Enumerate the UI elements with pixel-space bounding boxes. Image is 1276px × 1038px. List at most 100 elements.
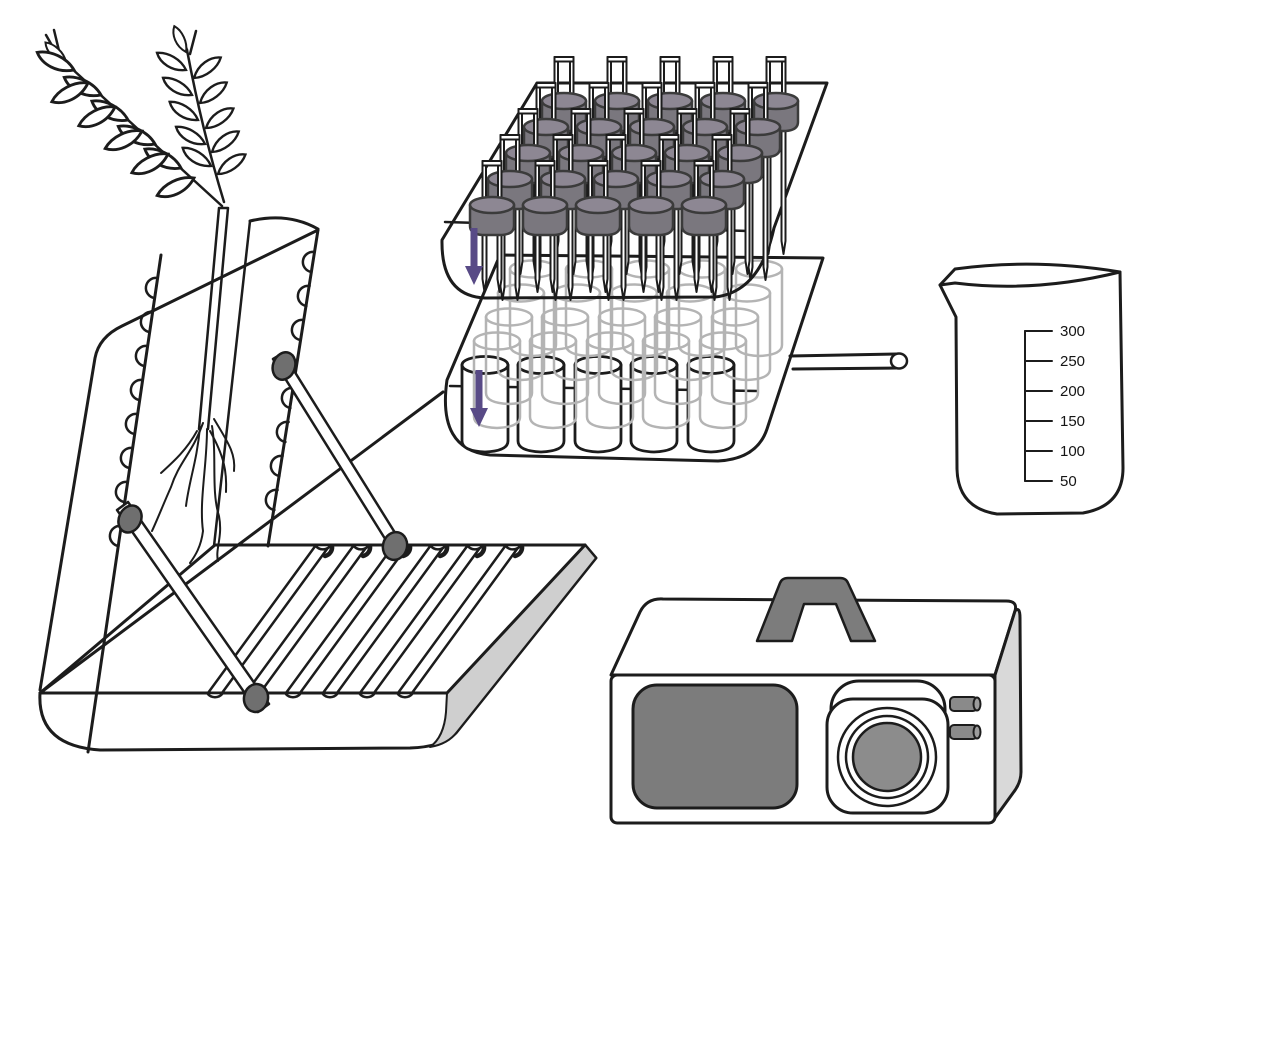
leaf	[173, 118, 208, 154]
camera-handle	[755, 576, 877, 643]
base-slab-side	[429, 544, 597, 748]
wheat-plant	[34, 23, 251, 564]
scallop	[269, 454, 284, 478]
notch-shadow	[437, 543, 450, 559]
support-struts	[115, 351, 409, 714]
leaf	[188, 54, 226, 81]
notch-shadow	[360, 543, 373, 559]
scallop	[119, 446, 134, 470]
pivot-bolt	[271, 351, 297, 381]
base-back-notches	[313, 543, 525, 559]
insert-direction-arrow	[465, 228, 483, 285]
pivot-bolt	[381, 530, 409, 562]
left-rail-scallops	[108, 276, 159, 548]
notch	[351, 543, 371, 551]
beaker-body	[938, 262, 1125, 516]
groove	[244, 543, 370, 695]
notch	[283, 691, 303, 699]
scallop	[275, 420, 290, 444]
beaker-front-rim	[938, 270, 1122, 288]
imaging-camera	[609, 576, 1023, 825]
notch	[205, 691, 225, 699]
camera-side-face	[990, 608, 1023, 824]
leaf	[153, 174, 198, 200]
base-grooves	[206, 543, 522, 695]
scale-label-50: 50	[1060, 473, 1077, 490]
pivot-bolt	[117, 504, 143, 534]
scallop	[296, 284, 311, 308]
notch	[313, 543, 333, 551]
groove	[396, 543, 522, 695]
beaker-scale-ticks	[1024, 330, 1053, 482]
scale-label-300: 300	[1060, 323, 1085, 340]
strut-front	[115, 500, 271, 714]
scale-label-150: 150	[1060, 413, 1085, 430]
notch-shadow	[322, 543, 335, 559]
grooved-base-tray	[38, 543, 598, 752]
notch	[320, 691, 340, 699]
lens-glass	[851, 721, 923, 793]
camera-top-face	[609, 597, 1018, 677]
notch-shadow	[512, 543, 525, 559]
scallop	[139, 310, 154, 334]
camera-screen	[631, 683, 799, 810]
root	[185, 426, 201, 507]
scale-label-250: 250	[1060, 353, 1085, 370]
wheat-stem	[197, 206, 230, 431]
notch-shadow	[474, 543, 487, 559]
root	[151, 422, 204, 532]
leaf	[206, 128, 244, 155]
seed-caps-grid	[468, 55, 800, 302]
leaf	[166, 93, 201, 129]
scale-label-200: 200	[1060, 383, 1085, 400]
scallop	[264, 488, 279, 512]
scallop	[290, 318, 305, 342]
notch	[503, 543, 523, 551]
notch	[428, 543, 448, 551]
wheat-spike-right	[154, 23, 251, 177]
strut-back	[271, 351, 409, 560]
peg-end	[972, 696, 982, 712]
panel-outline	[38, 228, 320, 692]
groove	[284, 543, 410, 695]
scallop	[134, 344, 149, 368]
tube-rack-outline	[443, 253, 825, 463]
peg-end	[972, 724, 982, 740]
wheat-roots	[151, 418, 236, 564]
leaf	[213, 151, 251, 177]
scale-label-100: 100	[1060, 443, 1085, 460]
root	[209, 430, 228, 493]
seed-cap-pin-tray	[440, 55, 829, 302]
panel-ridge	[248, 216, 320, 231]
lens-ring-mid	[844, 714, 930, 800]
leaf	[194, 79, 232, 106]
drain-rod-lines	[788, 352, 899, 371]
groove	[321, 543, 447, 695]
spike-axis-right	[185, 48, 226, 204]
leaf	[201, 105, 239, 131]
scallop	[114, 480, 129, 504]
notch	[395, 691, 415, 699]
panel-mid-rail	[212, 219, 252, 548]
scallop	[301, 250, 316, 274]
leaf	[160, 69, 195, 105]
root	[211, 425, 222, 562]
root	[160, 430, 198, 474]
root	[189, 428, 208, 564]
scallop	[124, 412, 139, 436]
tube-rack-tray	[443, 253, 909, 463]
camera-connector-pegs	[949, 696, 982, 740]
panel-diagonal-brace	[38, 390, 445, 695]
scallop	[144, 276, 159, 300]
notch	[465, 543, 485, 551]
drain-rod	[788, 352, 909, 371]
right-rail-scallops	[264, 250, 316, 512]
notch	[357, 691, 377, 699]
root	[213, 418, 236, 472]
drain-rod-end	[889, 352, 909, 370]
scallop	[129, 378, 144, 402]
pivot-bolt	[242, 682, 270, 714]
groove	[358, 543, 484, 695]
